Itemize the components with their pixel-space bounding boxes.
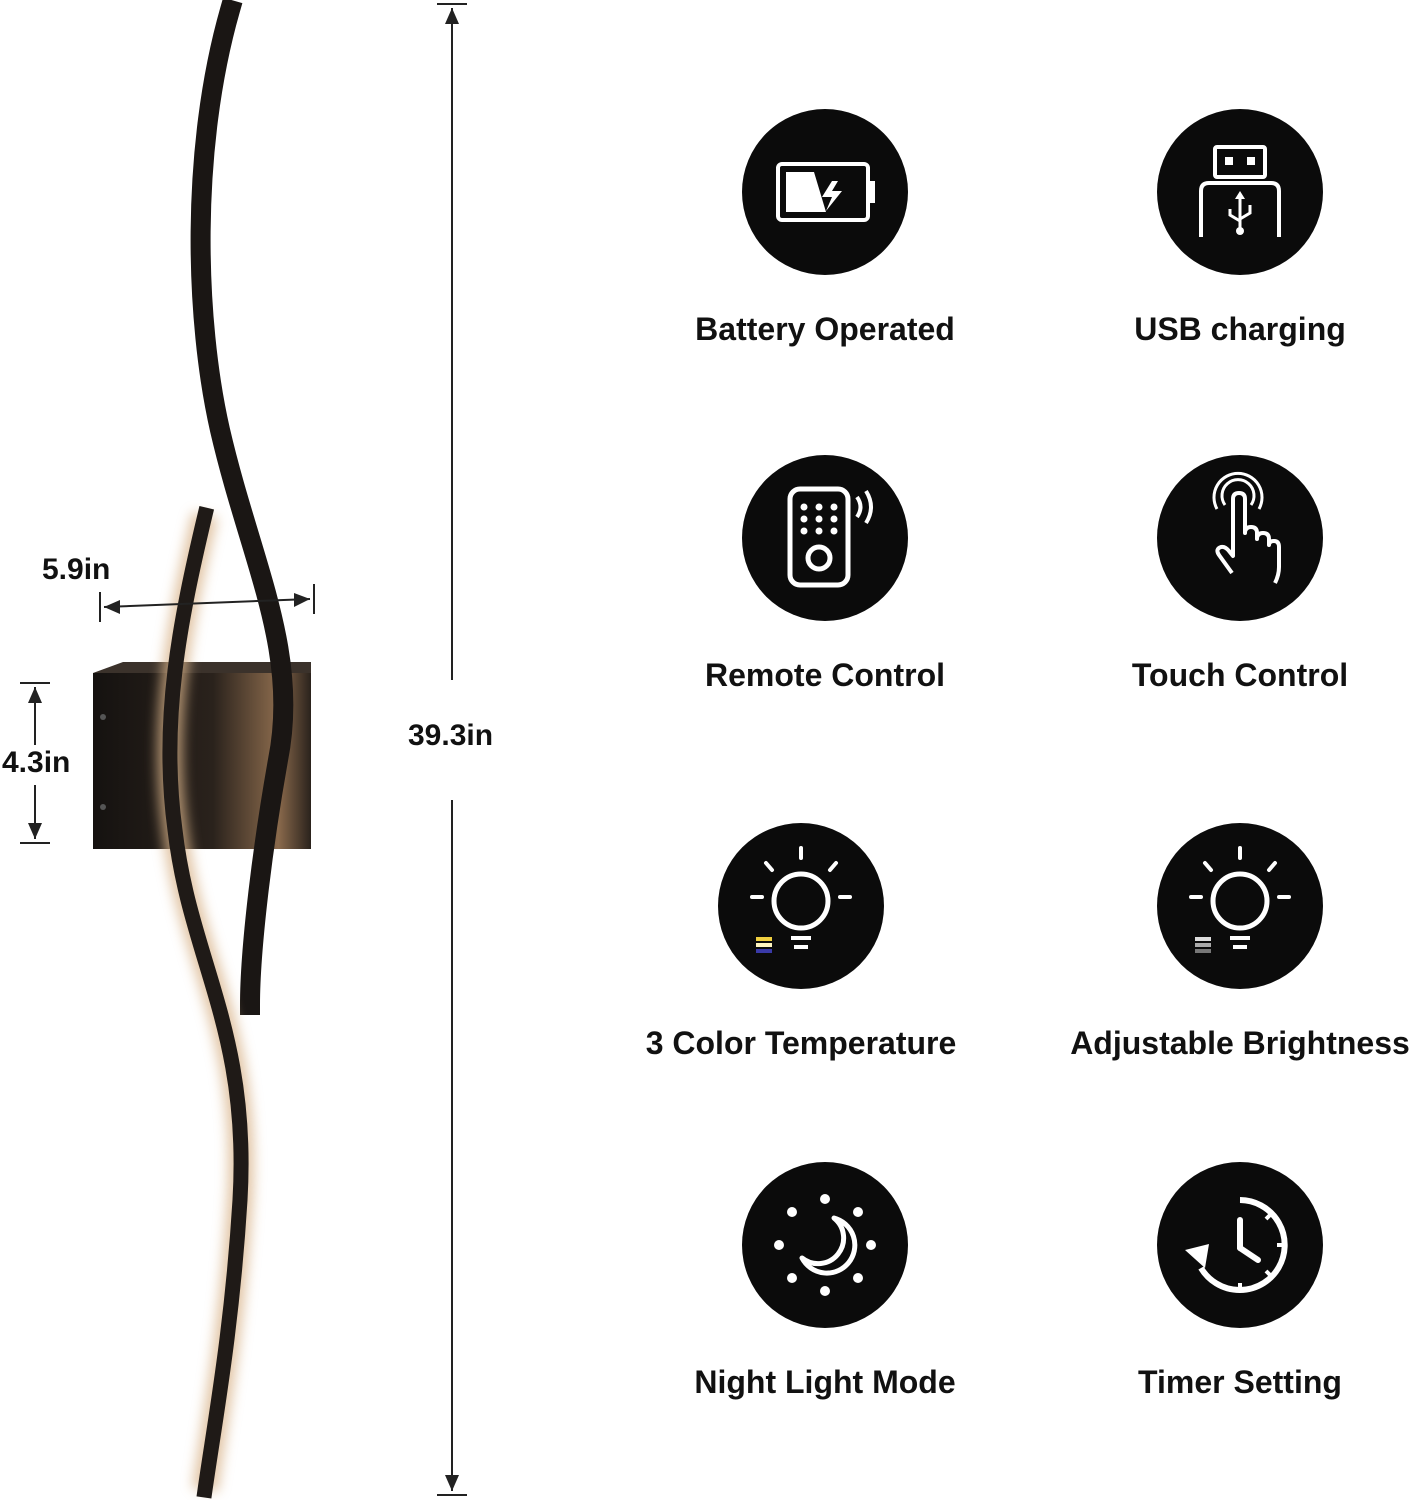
feature-label: 3 Color Temperature — [645, 1025, 957, 1061]
feature-battery-operated: Battery Operated — [635, 109, 1015, 348]
feature-touch-control: Touch Control — [1050, 455, 1419, 694]
feature-label: Night Light Mode — [694, 1364, 956, 1400]
feature-label: Timer Setting — [1138, 1364, 1342, 1400]
feature-usb-charging: USB charging — [1050, 109, 1419, 348]
remote-icon — [742, 455, 908, 621]
lamp-long-arm — [190, 0, 294, 1016]
feature-adjustable-brightness: Adjustable Brightness — [1050, 823, 1419, 1062]
lamp-short-arm — [156, 505, 255, 1499]
width-label: 5.9in — [42, 553, 111, 586]
height-label: 4.3in — [2, 746, 71, 779]
touch-icon — [1157, 455, 1323, 621]
feature-label: Adjustable Brightness — [1070, 1025, 1410, 1061]
feature-label: Touch Control — [1131, 657, 1349, 693]
feature-timer-setting: Timer Setting — [1050, 1162, 1419, 1401]
feature-label: Battery Operated — [695, 311, 955, 347]
color-temperature-icon — [718, 823, 884, 989]
battery-icon — [742, 109, 908, 275]
feature-color-temperature: 3 Color Temperature — [611, 823, 991, 1062]
width-dimension-line — [99, 584, 315, 622]
brightness-icon — [1157, 823, 1323, 989]
length-dimension-line — [437, 3, 467, 1496]
usb-icon — [1157, 109, 1323, 275]
timer-icon — [1157, 1162, 1323, 1328]
feature-remote-control: Remote Control — [635, 455, 1015, 694]
feature-label: Remote Control — [705, 657, 945, 693]
feature-label: USB charging — [1134, 311, 1346, 347]
feature-night-light-mode: Night Light Mode — [635, 1162, 1015, 1401]
length-label: 39.3in — [408, 719, 494, 752]
height-dimension-line — [20, 682, 50, 844]
night-light-icon — [742, 1162, 908, 1328]
